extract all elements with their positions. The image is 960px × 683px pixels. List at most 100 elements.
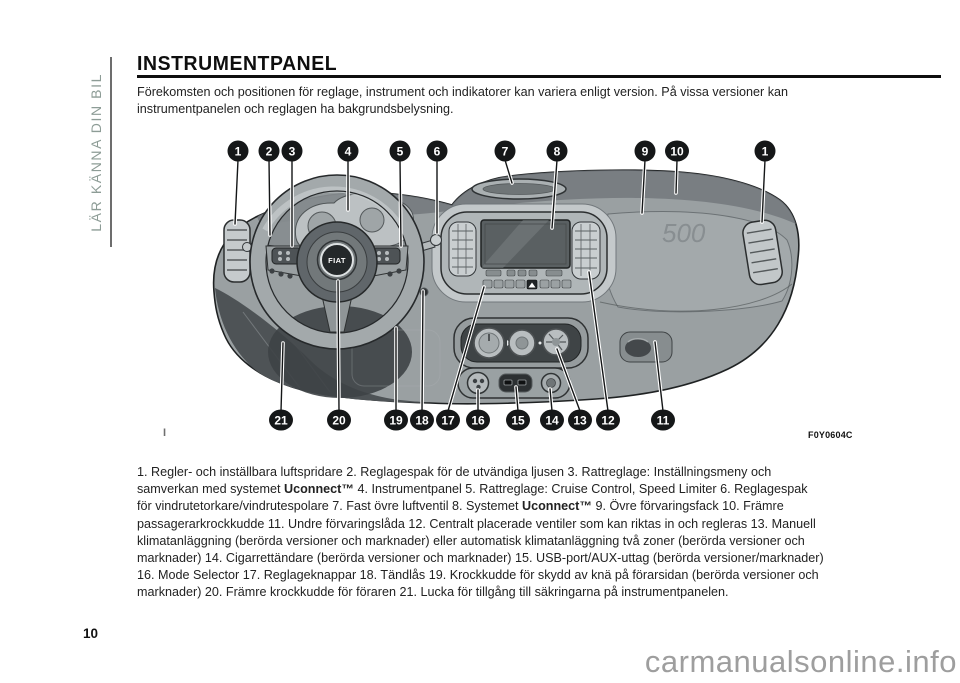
callout-marker-11 (651, 409, 675, 431)
chapter-sidebar-rule (110, 57, 112, 247)
lower-switch-panel (457, 367, 571, 399)
dashboard-illustration: 500 (212, 140, 800, 431)
figure-code: F0Y0604C (808, 430, 853, 440)
chapter-sidebar-label: LÄR KÄNNA DIN BIL (88, 72, 104, 232)
media-button-row (485, 269, 563, 277)
legend-line: samverkan med systemet Uconnect™ 4. Inst… (137, 482, 808, 497)
callout-number-7: 7 (502, 145, 509, 159)
left-wheel-controls (269, 247, 303, 279)
callout-leader-2 (268, 159, 271, 236)
callout-leader-11 (654, 341, 664, 412)
callout-number-1: 1 (235, 145, 242, 159)
usb-aux-ports (498, 373, 533, 393)
callout-number-1: 1 (762, 145, 769, 159)
callout-marker-8 (546, 140, 568, 162)
legend-paragraph: 1. Regler- och inställbara luftspridare … (137, 464, 957, 602)
callout-leader-1 (761, 159, 766, 223)
panel-dot (538, 341, 542, 345)
callout-leader-9 (641, 159, 646, 214)
callout-marker-6 (426, 140, 448, 162)
watermark-text: carmanualsonline.info (644, 644, 957, 679)
callout-number-15: 15 (511, 414, 525, 428)
climate-control-panel (453, 317, 589, 369)
uconnect-screen (480, 219, 571, 269)
callout-marker-13 (568, 409, 592, 431)
legend-line: 1. Regler- och inställbara luftspridare … (137, 465, 772, 479)
callout-number-18: 18 (415, 414, 429, 428)
intro-line: instrumentpanelen och reglagen ha bakgru… (137, 102, 454, 117)
callout-number-10: 10 (670, 145, 684, 159)
intro-line: Förekomsten och positionen för reglage, … (137, 85, 789, 99)
callout-marker-18 (410, 409, 434, 431)
legend-line: passagerarkrockkudde 11. Undre förvaring… (137, 516, 816, 531)
callout-marker-10 (665, 140, 689, 162)
page-number: 10 (83, 626, 99, 641)
callout-leader-21 (280, 342, 284, 412)
callout-number-17: 17 (441, 414, 455, 428)
callout-leader-1 (234, 159, 239, 225)
top-fixed-vent (471, 178, 567, 200)
callout-number-20: 20 (332, 414, 346, 428)
callout-marker-21 (269, 409, 293, 431)
callout-number-21: 21 (274, 414, 288, 428)
vehicle-logo-emboss: 500 (662, 218, 706, 248)
callout-marker-9 (634, 140, 656, 162)
callout-leader-18 (421, 290, 424, 412)
title-rule (137, 75, 941, 78)
chapter-sidebar: LÄR KÄNNA DIN BIL (82, 57, 110, 247)
callout-leader-7 (504, 159, 513, 184)
fan-knob (508, 329, 536, 357)
passenger-air-vent (742, 219, 783, 286)
callout-number-2: 2 (266, 145, 273, 159)
callout-marker-15 (506, 409, 530, 431)
passenger-panel-crease (599, 283, 793, 312)
callout-number-16: 16 (471, 414, 485, 428)
callout-marker-5 (389, 140, 411, 162)
legend-line: marknader) 14. Cigarrettändare (berörda … (137, 551, 824, 566)
callout-marker-3 (281, 140, 303, 162)
glovebox-handle (619, 331, 673, 363)
callout-number-5: 5 (397, 145, 404, 159)
callout-number-13: 13 (573, 414, 587, 428)
callout-marker-1 (227, 140, 249, 162)
callout-number-11: 11 (657, 414, 670, 428)
callout-leader-5 (399, 159, 402, 247)
callout-marker-17 (436, 409, 460, 431)
callout-leader-12 (588, 271, 609, 412)
callout-leader-14 (549, 388, 553, 412)
callout-leader-17 (447, 286, 485, 412)
callout-leader-8 (551, 159, 558, 229)
callout-marker-1 (754, 140, 776, 162)
callout-marker-4 (337, 140, 359, 162)
center-left-vent (448, 221, 477, 277)
legend-line: marknader) 20. Främre krockkudde för för… (137, 585, 729, 600)
callout-number-19: 19 (389, 414, 403, 428)
callout-number-4: 4 (345, 145, 352, 159)
callout-marker-16 (466, 409, 490, 431)
callout-marker-19 (384, 409, 408, 431)
fiat-badge-text: FIAT (328, 256, 346, 265)
callout-marker-14 (540, 409, 564, 431)
callout-marker-7 (494, 140, 516, 162)
callout-leader-13 (556, 348, 581, 412)
intro-paragraph: Förekomsten och positionen för reglage, … (137, 84, 952, 118)
callout-marker-2 (258, 140, 280, 162)
hazard-triangle-icon (528, 282, 536, 288)
callout-marker-12 (596, 409, 620, 431)
legend-line: klimatanläggning (berörda versioner och … (137, 533, 805, 548)
center-right-vent (571, 221, 601, 280)
callout-number-8: 8 (554, 145, 561, 159)
driver-lower-panel (215, 288, 430, 403)
legend-line: 16. Mode Selector 17. Reglageknappar 18.… (137, 568, 819, 583)
figure-left-marker: I (163, 427, 167, 439)
distribution-knob (542, 328, 570, 356)
legend-line: för vindrutetorkare/vindrutespolare 7. F… (137, 499, 784, 514)
fiat-badge: FIAT (316, 239, 358, 281)
callout-number-9: 9 (642, 145, 649, 159)
callout-number-12: 12 (601, 414, 615, 428)
mode-selector-button (466, 371, 490, 395)
callout-number-14: 14 (545, 414, 559, 428)
page-title: INSTRUMENTPANEL (137, 53, 338, 75)
